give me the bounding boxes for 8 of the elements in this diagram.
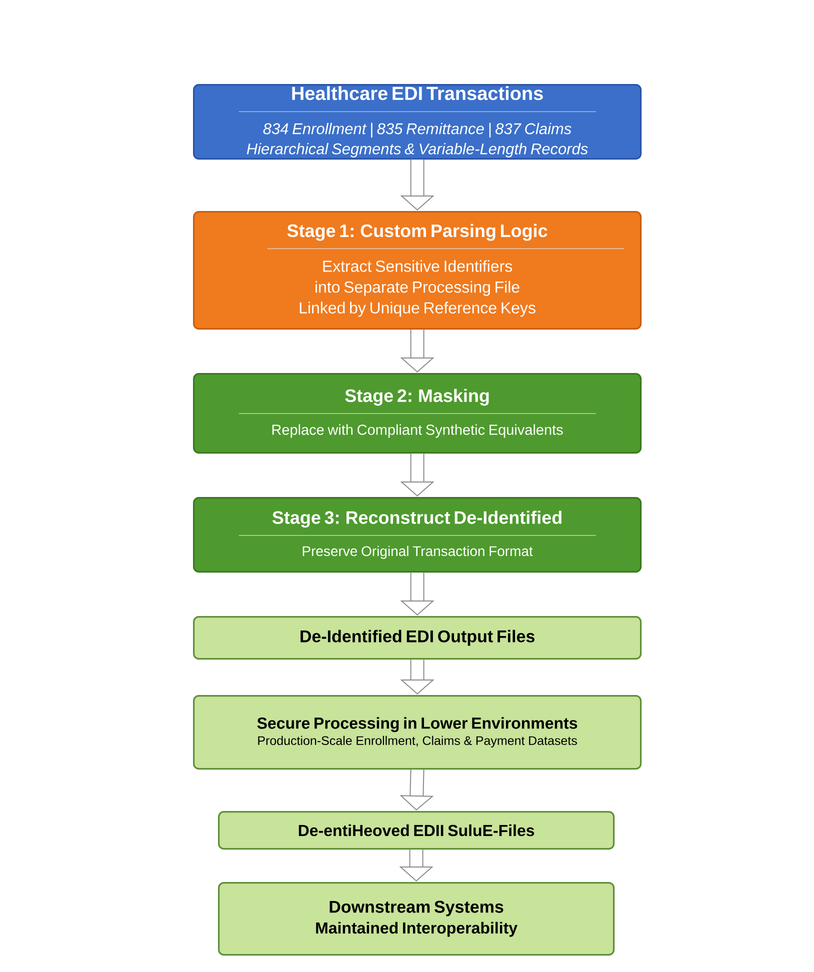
process-box: Stage 3: Reconstruct De-Identified Preserve Original Transaction Format [193, 497, 642, 573]
process-box: Stage 2: Masking Replace with Compliant Synthetic Equivalents [193, 373, 642, 454]
process-box: Stage 1: Custom Parsing Logic Extract Sensitive Identifiers into Separate Processing File Linked by Unique Reference Keys [193, 211, 642, 330]
process-box: Downstream Systems Maintained Interoperability [218, 882, 615, 956]
process-box: Healthcare EDI Transactions 834 Enrollment | 835 Remittance | 837 Claims Hierarchical Segments & Variable-Length Records [193, 84, 642, 160]
process-box: Secure Processing in Lower Environments Production-Scale Enrollment, Claims & Payment Datasets [193, 695, 642, 770]
process-box: De-Identified EDI Output Files [193, 616, 642, 660]
process-box: De-entiHeoved EDII SuluE-Files [218, 811, 615, 850]
